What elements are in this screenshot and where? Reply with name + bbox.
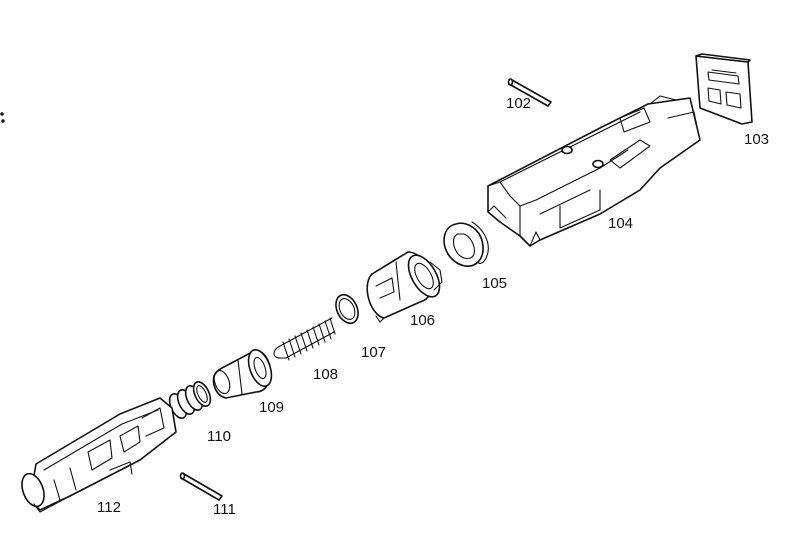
label-110: 110	[207, 428, 231, 445]
label-112: 112	[97, 499, 121, 516]
part-103-plate	[695, 53, 753, 125]
speck-mark	[0, 112, 4, 116]
part-105-ring	[443, 221, 489, 267]
part-111-pin	[179, 472, 223, 501]
label-104: 104	[608, 215, 634, 232]
speck-mark	[1, 119, 5, 123]
part-109-piston	[212, 349, 273, 399]
label-111: 111	[213, 501, 236, 518]
label-102: 102	[506, 95, 532, 112]
label-105: 105	[482, 275, 508, 292]
part-110-coil-spring	[168, 381, 212, 419]
label-103: 103	[744, 131, 770, 148]
label-108: 108	[313, 366, 339, 383]
part-102-pin	[507, 78, 552, 107]
label-106: 106	[410, 312, 436, 329]
part-106-nozzle	[366, 251, 443, 323]
label-107: 107	[361, 344, 387, 361]
part-108-spring	[273, 317, 336, 361]
part-112-body	[21, 397, 177, 513]
part-104-housing	[487, 95, 701, 247]
part-107-o-ring	[335, 293, 359, 325]
label-109: 109	[259, 399, 285, 416]
